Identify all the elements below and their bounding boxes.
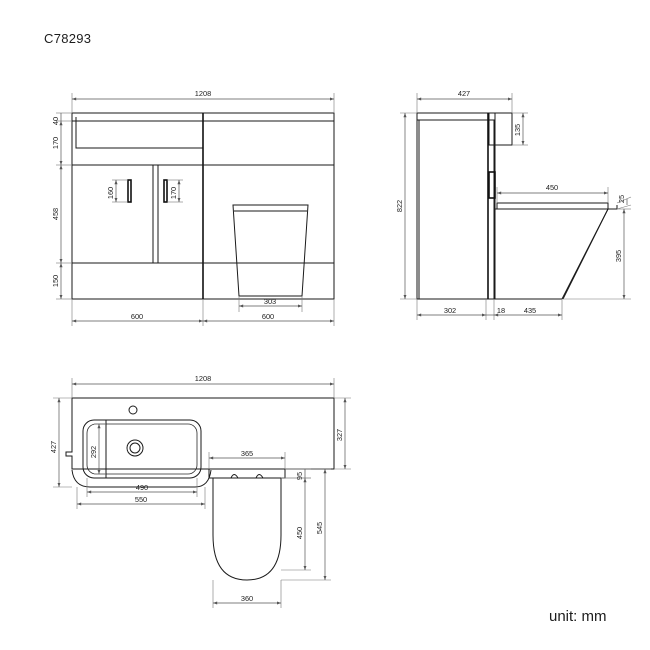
dim-plan-overall-width: 1208 <box>195 374 211 383</box>
dim-front-handle-left: 160 <box>106 187 115 199</box>
dim-front-drawer-height: 170 <box>51 137 60 149</box>
dim-plan-toilet-top-width: 365 <box>241 449 253 458</box>
dim-plan-basin-outer-width: 550 <box>135 495 147 504</box>
dim-front-overall-width: 1208 <box>195 89 211 98</box>
dim-plan-basin-inner-depth: 292 <box>89 446 98 458</box>
dim-front-top-rail: 40 <box>51 117 60 125</box>
plan-view: 1208 427 292 490 550 327 <box>49 374 351 608</box>
dim-side-seat-thickness: 25 <box>617 195 626 203</box>
front-elevation-view: 1208 40 170 458 150 160 170 <box>51 89 335 326</box>
dim-front-plinth-height: 150 <box>51 275 60 287</box>
dim-plan-toilet-bowl-width: 360 <box>241 594 253 603</box>
page-title: C78293 <box>44 31 92 46</box>
dim-side-overall-height: 822 <box>395 200 404 212</box>
dim-side-top-depth: 427 <box>458 89 470 98</box>
dim-side-gap: 18 <box>497 306 505 315</box>
dim-side-cistern-top-height: 135 <box>513 124 522 136</box>
dim-side-toilet-height: 395 <box>614 250 623 262</box>
dim-front-right-module: 600 <box>262 312 274 321</box>
dim-side-toilet-depth: 435 <box>524 306 536 315</box>
unit-note: unit: mm <box>549 608 607 625</box>
dim-side-cabinet-depth: 302 <box>444 306 456 315</box>
dim-plan-toilet-overall-length: 545 <box>315 522 324 534</box>
dim-front-handle-right: 170 <box>169 187 178 199</box>
dim-side-seat-length: 450 <box>546 183 558 192</box>
dim-plan-toilet-hinge-offset: 95 <box>295 472 304 480</box>
side-elevation-view: 427 822 135 450 25 395 <box>395 89 632 320</box>
dim-plan-basin-depth: 427 <box>49 441 58 453</box>
dim-plan-basin-inner-width: 490 <box>136 483 148 492</box>
dim-plan-toilet-seat-length: 450 <box>295 527 304 539</box>
dim-front-door-height: 458 <box>51 208 60 220</box>
dim-front-left-module: 600 <box>131 312 143 321</box>
dim-front-toilet-base-width: 303 <box>264 297 276 306</box>
dim-plan-worktop-depth: 327 <box>335 429 344 441</box>
